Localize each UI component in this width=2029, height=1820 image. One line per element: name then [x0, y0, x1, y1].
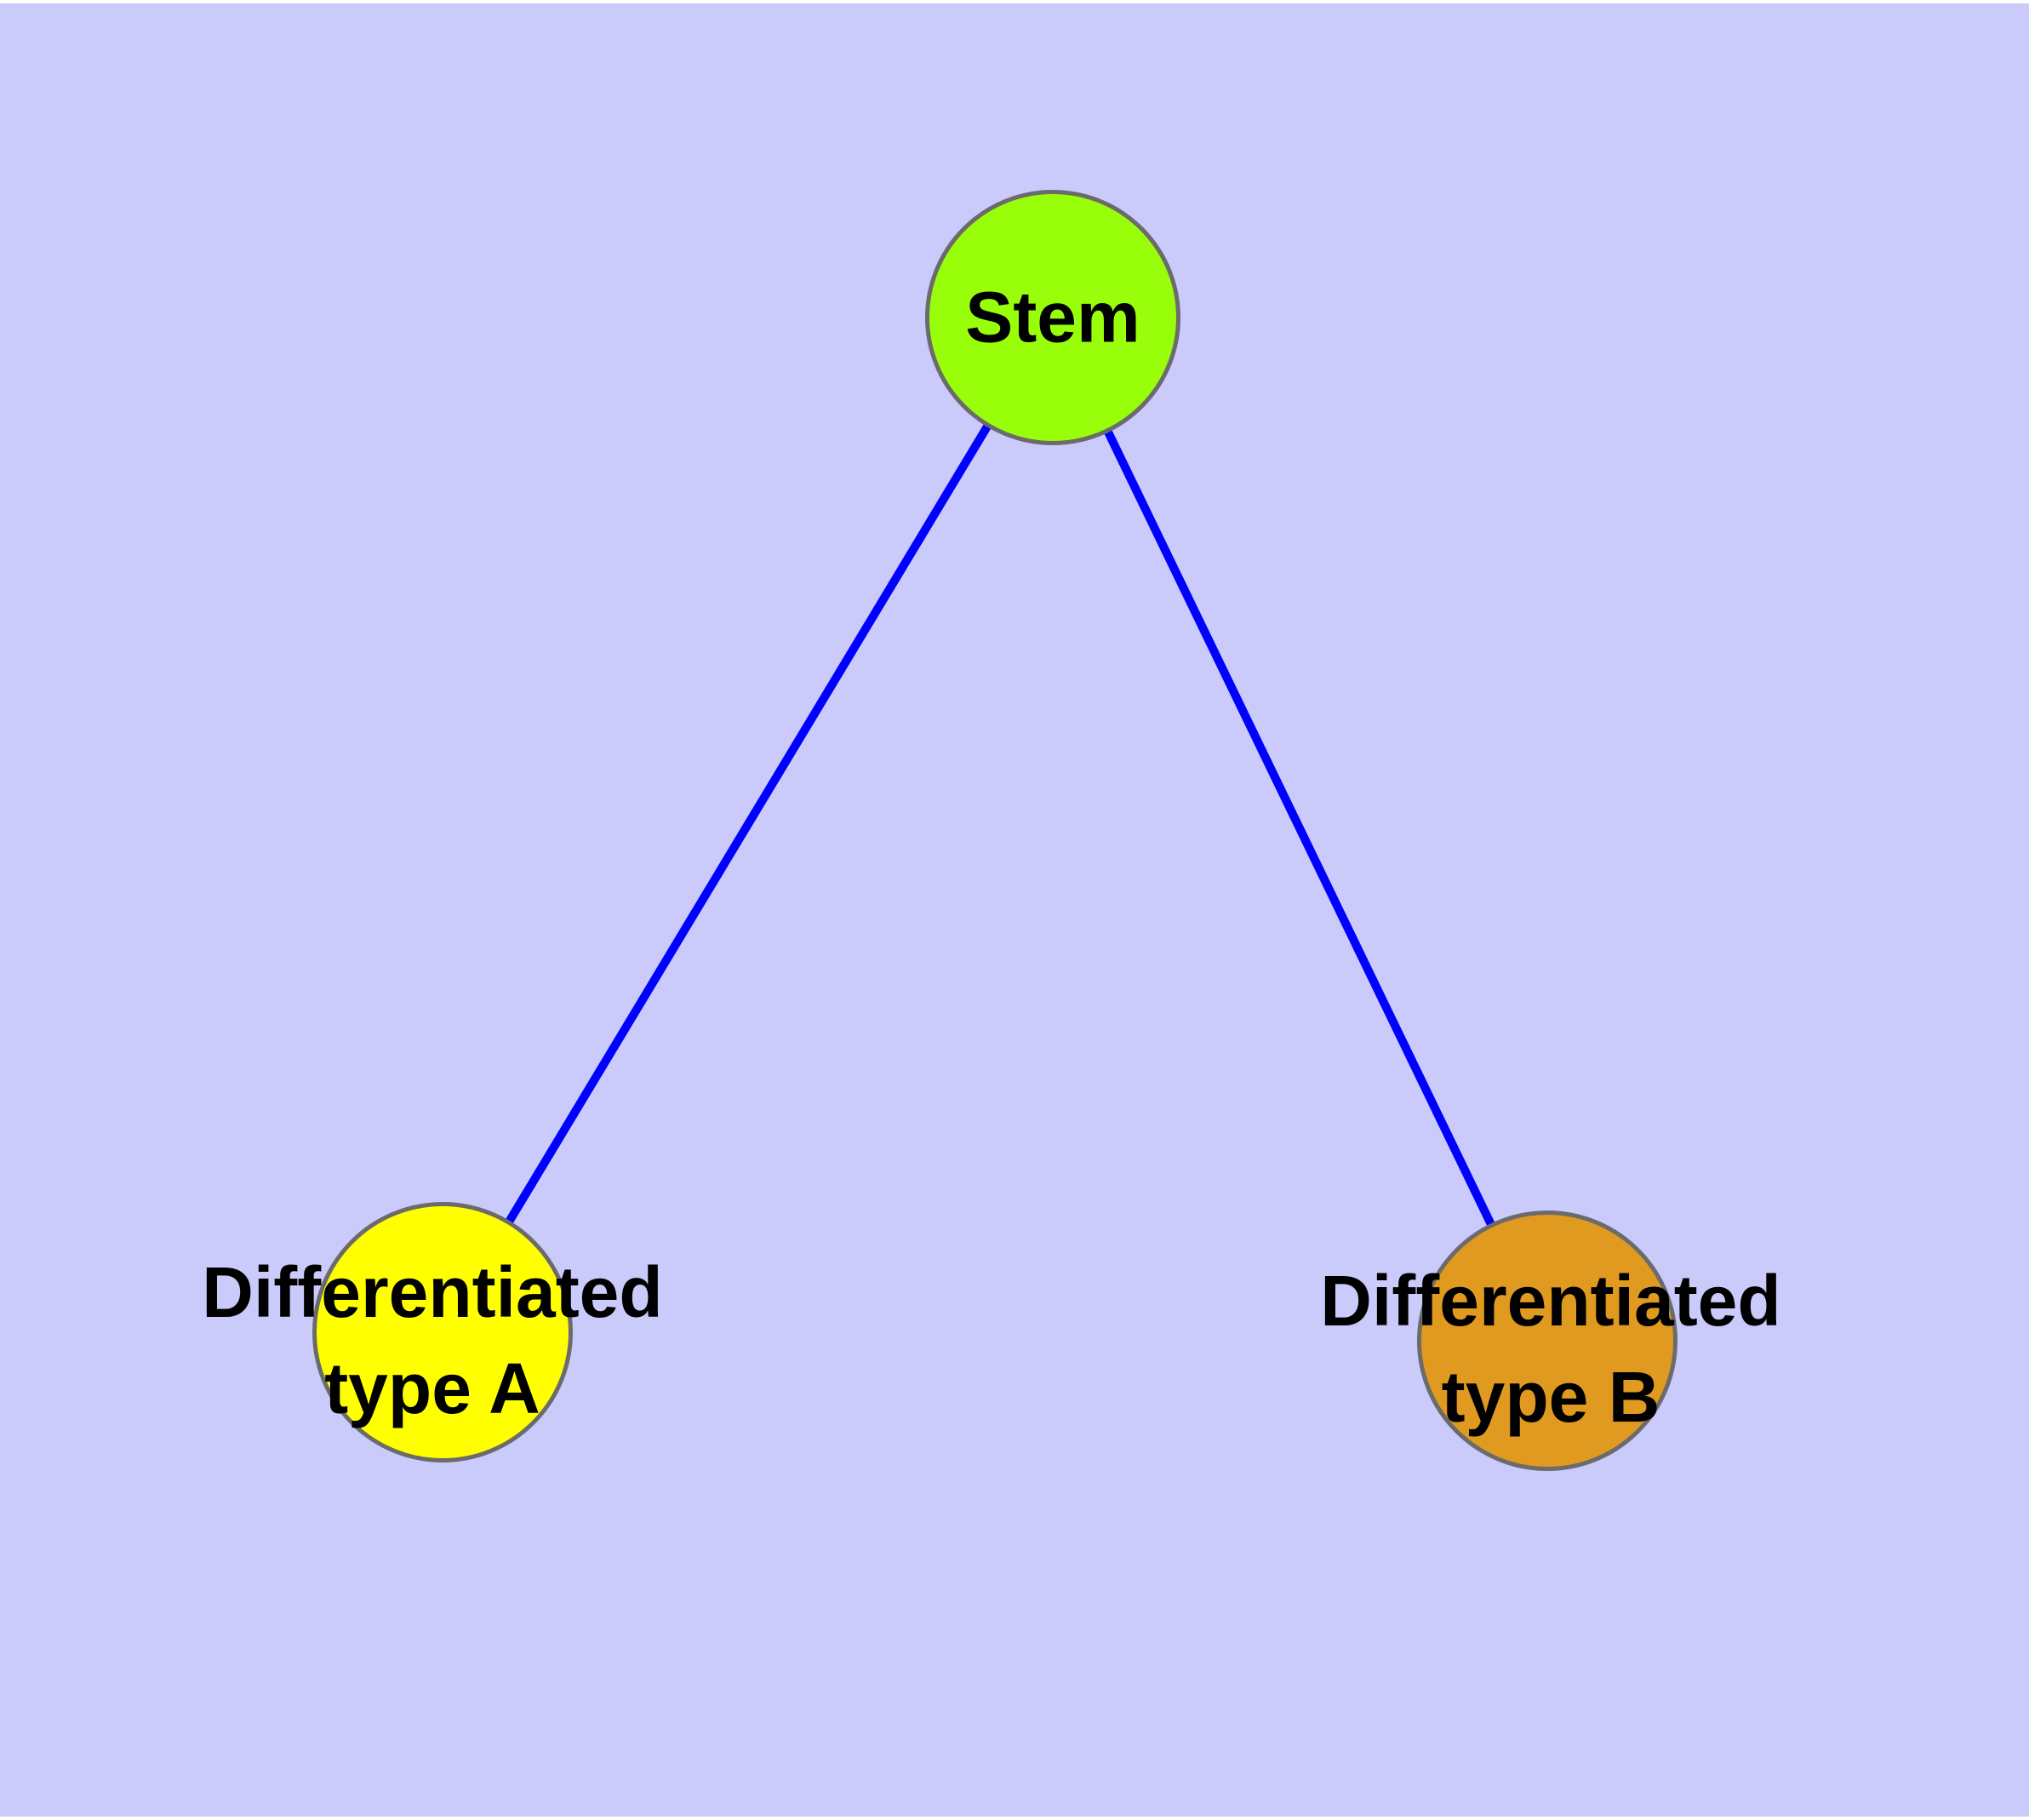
edge-stem-to-type-a	[438, 315, 1057, 1335]
node-label-stem-text: Stem	[965, 277, 1140, 358]
node-label-type-b-line1: Differentiated	[1320, 1261, 1781, 1341]
edges-layer	[438, 315, 1552, 1343]
diagram-canvas: Stem Differentiated type A Differentiate…	[0, 3, 2029, 1817]
node-label-type-a-line1: Differentiated	[202, 1252, 663, 1332]
node-differentiated-type-a	[312, 1202, 573, 1462]
edge-stem-to-type-b	[1049, 315, 1552, 1343]
node-label-differentiated-type-b: Differentiated type B	[1320, 1253, 1780, 1445]
node-differentiated-type-b	[1417, 1210, 1677, 1471]
node-label-differentiated-type-a: Differentiated type A	[202, 1245, 662, 1437]
node-stem	[925, 190, 1180, 445]
node-label-type-b-line2: type B	[1441, 1357, 1660, 1437]
node-label-type-a-line2: type A	[324, 1348, 540, 1428]
node-label-stem: Stem	[965, 270, 1140, 366]
